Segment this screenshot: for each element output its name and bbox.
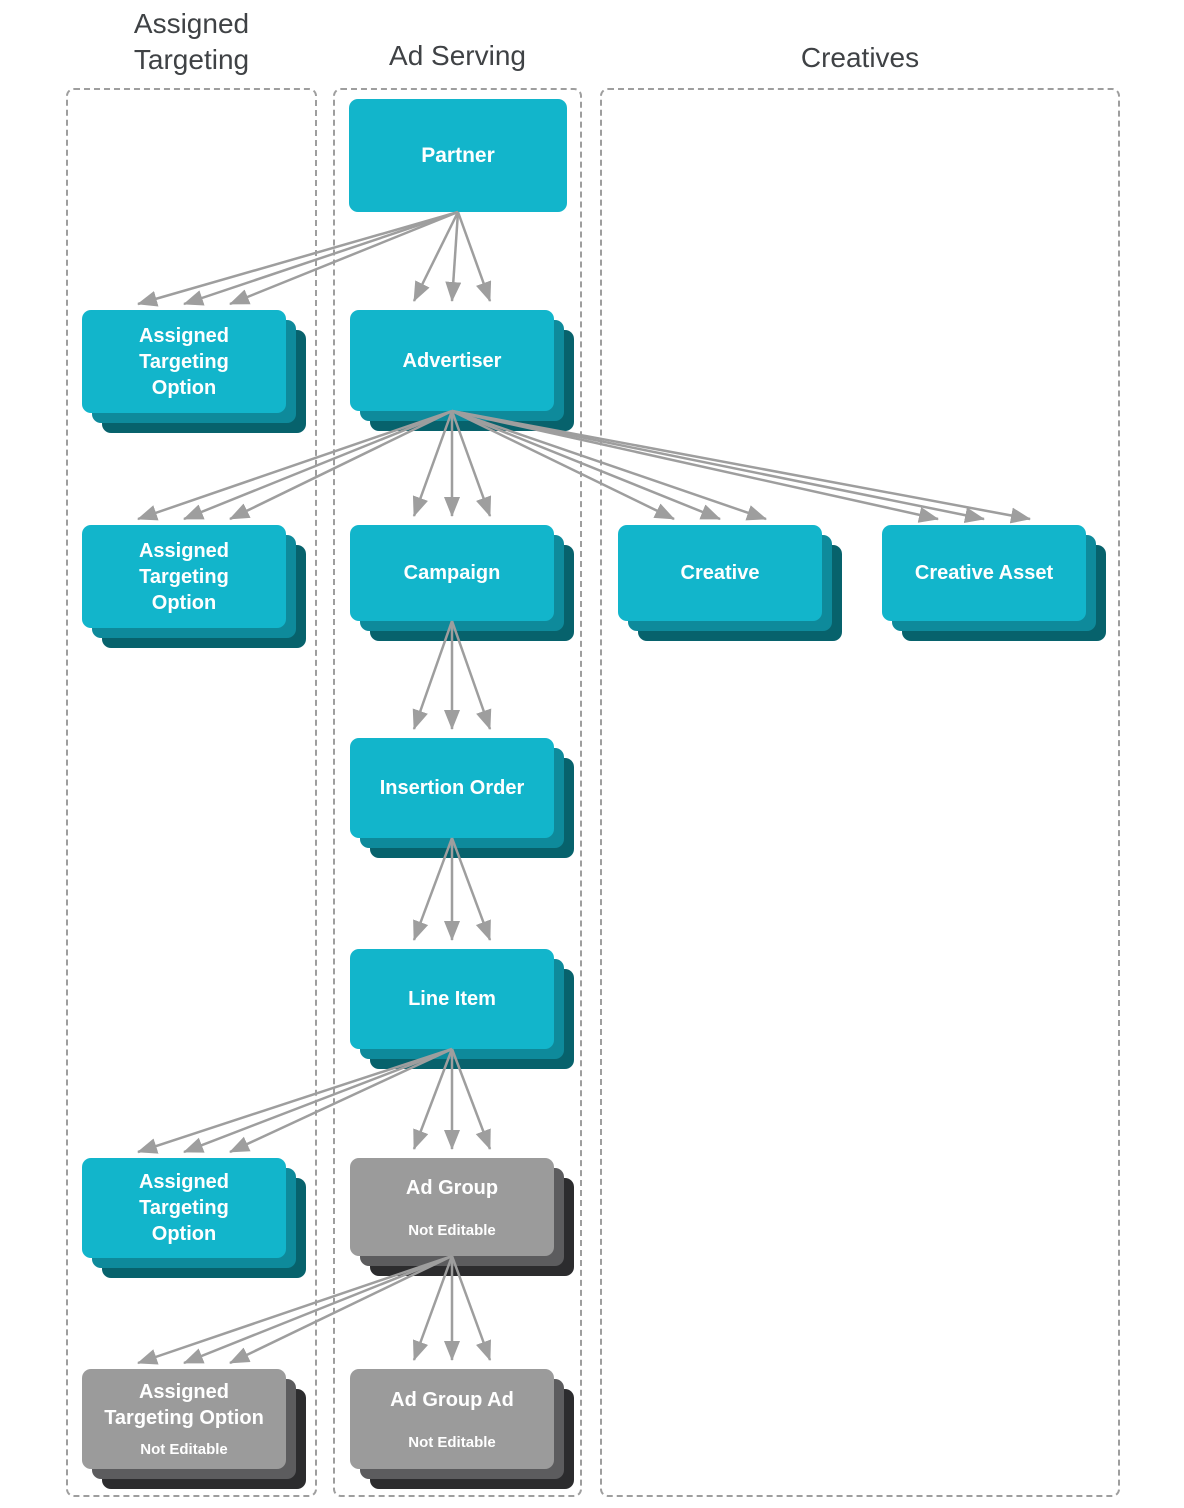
node-label: Creative (680, 562, 760, 584)
node-campaign: Campaign (350, 525, 574, 641)
node-card: Advertiser (350, 310, 554, 411)
node-card: Creative Asset (882, 525, 1086, 621)
node-card: Campaign (350, 525, 554, 621)
node-creative: Creative (618, 525, 842, 641)
node-ad-group-ad: Ad Group Ad Not Editable (350, 1369, 574, 1489)
node-assigned-targeting-option-1: Assigned Targeting Option (82, 310, 306, 433)
column-title-assigned-targeting: Assigned Targeting (133, 8, 250, 75)
node-assigned-targeting-option-not-editable: Assigned Targeting Option Not Editable (82, 1369, 306, 1489)
node-assigned-targeting-option-3: Assigned Targeting Option (82, 1158, 306, 1278)
node-card: Assigned Targeting Option (82, 1158, 286, 1258)
node-card: Assigned Targeting Option (82, 525, 286, 628)
node-card: Creative (618, 525, 822, 621)
node-label: Assigned Targeting Option (138, 539, 230, 614)
column-assigned-targeting (66, 88, 317, 1497)
column-creatives (600, 88, 1120, 1497)
node-card: Line Item (350, 949, 554, 1049)
node-card: Ad Group Not Editable (350, 1158, 554, 1256)
node-label: Line Item (408, 988, 496, 1010)
node-label: Ad Group (405, 1176, 499, 1199)
node-label: Campaign (403, 562, 501, 584)
node-sublabel-not-editable: Not Editable (408, 1433, 496, 1451)
node-card: Assigned Targeting Option (82, 310, 286, 413)
node-creative-asset: Creative Asset (882, 525, 1106, 641)
node-insertion-order: Insertion Order (350, 738, 574, 858)
node-label: Insertion Order (379, 777, 525, 799)
node-label: Advertiser (402, 349, 502, 372)
node-card: Ad Group Ad Not Editable (350, 1369, 554, 1469)
node-ad-group: Ad Group Not Editable (350, 1158, 574, 1276)
node-card: Insertion Order (350, 738, 554, 838)
node-card: Assigned Targeting Option Not Editable (82, 1369, 286, 1469)
node-label: Partner (421, 143, 495, 167)
node-sublabel-not-editable: Not Editable (408, 1221, 496, 1239)
node-label: Assigned Targeting Option (138, 324, 230, 399)
node-card: Partner (349, 99, 567, 212)
node-label: Ad Group Ad (390, 1388, 514, 1411)
node-advertiser: Advertiser (350, 310, 574, 431)
node-line-item: Line Item (350, 949, 574, 1069)
node-label: Assigned Targeting Option (138, 1171, 230, 1245)
column-ad-serving (333, 88, 582, 1497)
node-sublabel-not-editable: Not Editable (140, 1441, 228, 1458)
node-assigned-targeting-option-2: Assigned Targeting Option (82, 525, 306, 648)
node-partner: Partner (349, 99, 567, 212)
column-title-ad-serving: Ad Serving (389, 40, 526, 71)
node-label: Assigned Targeting Option (104, 1381, 264, 1429)
column-title-creatives: Creatives (800, 42, 920, 73)
node-label: Creative Asset (914, 562, 1054, 584)
